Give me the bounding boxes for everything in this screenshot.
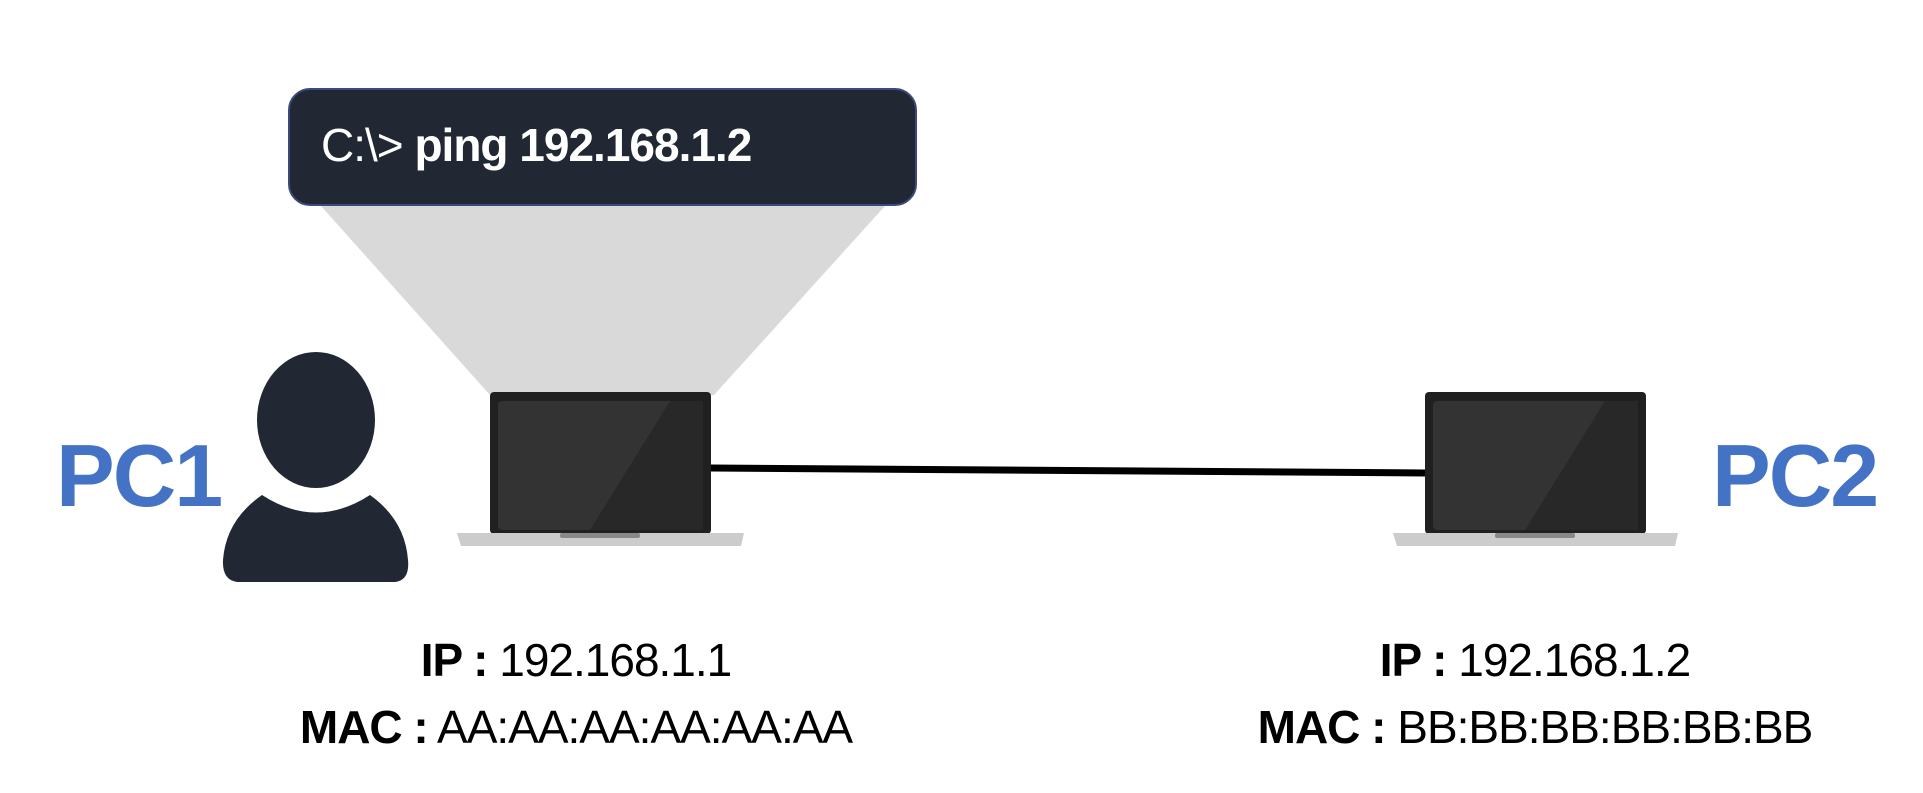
- command-prompt: C:\>: [321, 119, 404, 171]
- ip-value: 192.168.1.2: [1458, 634, 1691, 686]
- mac-label: MAC :: [1257, 701, 1387, 753]
- command-ping: ping 192.168.1.2: [414, 119, 752, 171]
- network-cable: [710, 464, 1426, 477]
- mac-label: MAC :: [299, 701, 429, 753]
- pc1-label: PC1: [56, 426, 223, 525]
- ip-value: 192.168.1.1: [499, 634, 732, 686]
- laptop-pc2-icon: [1393, 392, 1678, 546]
- screen-beam: [321, 206, 885, 395]
- pc2-mac: MAC : BB:BB:BB:BB:BB:BB: [1257, 700, 1814, 754]
- pc1-ip: IP : 192.168.1.1: [420, 633, 733, 687]
- ip-label: IP :: [1379, 634, 1448, 686]
- pc2-ip: IP : 192.168.1.2: [1379, 633, 1692, 687]
- mac-value: AA:AA:AA:AA:AA:AA: [437, 701, 853, 753]
- command-bubble: [288, 88, 917, 206]
- laptop-pc1-icon: [457, 392, 744, 546]
- command-text: C:\> ping 192.168.1.2: [321, 118, 752, 172]
- ip-label: IP :: [420, 634, 489, 686]
- pc2-label: PC2: [1712, 426, 1879, 525]
- person-icon: [222, 352, 409, 582]
- pc1-mac: MAC : AA:AA:AA:AA:AA:AA: [299, 700, 853, 754]
- mac-value: BB:BB:BB:BB:BB:BB: [1397, 701, 1813, 753]
